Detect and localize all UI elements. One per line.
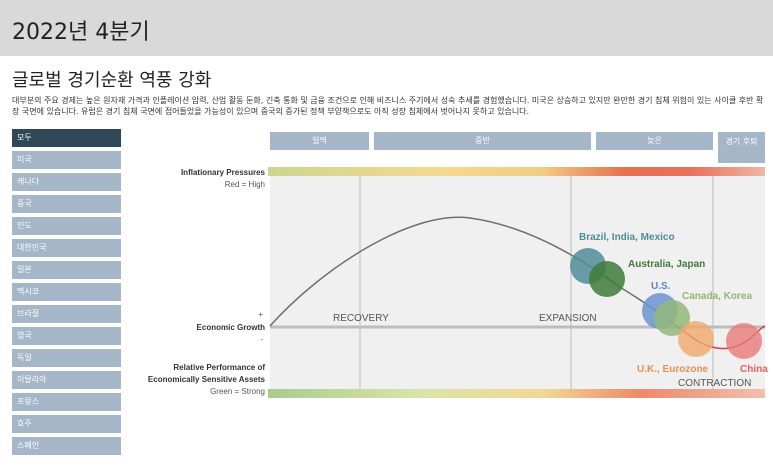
phase-tab-mid[interactable]: 중반 bbox=[374, 132, 591, 150]
sidebar-item-australia[interactable]: 호주 bbox=[12, 415, 121, 433]
section-title: 글로벌 경기순환 역풍 강화 bbox=[12, 70, 212, 91]
sidebar-item-spain[interactable]: 스페인 bbox=[12, 437, 121, 455]
bubble-uk-eurozone[interactable] bbox=[678, 321, 714, 357]
sidebar-item-mexico[interactable]: 멕시코 bbox=[12, 283, 121, 301]
bubble-australia-japan[interactable] bbox=[589, 261, 625, 297]
sidebar-item-canada[interactable]: 캐나다 bbox=[12, 173, 121, 191]
page-title: 2022년 4분기 bbox=[12, 20, 150, 45]
label-china: China bbox=[740, 364, 768, 375]
label-canada-korea: Canada, Korea bbox=[682, 291, 752, 302]
bubble-china[interactable] bbox=[726, 323, 762, 359]
phase-label-expansion: EXPANSION bbox=[539, 313, 597, 324]
inflation-gradient-bar bbox=[268, 167, 765, 176]
asset-performance-gradient-bar bbox=[268, 389, 765, 398]
phase-tab-early[interactable]: 일찍 bbox=[270, 132, 369, 150]
relperf-axis-subtitle: Green = Strong bbox=[210, 387, 265, 396]
growth-minus-label: - bbox=[260, 335, 263, 344]
country-filter-list: 모두 미국 캐나다 중국 인도 대한민국 일본 멕시코 브라질 영국 독일 이탈… bbox=[12, 129, 121, 459]
sidebar-item-all[interactable]: 모두 bbox=[12, 129, 121, 147]
relperf-axis-title-line1: Relative Performance of bbox=[173, 363, 265, 372]
sidebar-item-brazil[interactable]: 브라질 bbox=[12, 305, 121, 323]
header-bar: 2022년 4분기 bbox=[0, 0, 773, 56]
sidebar-item-uk[interactable]: 영국 bbox=[12, 327, 121, 345]
sidebar-item-japan[interactable]: 일본 bbox=[12, 261, 121, 279]
sidebar-item-india[interactable]: 인도 bbox=[12, 217, 121, 235]
growth-axis-title: Economic Growth bbox=[197, 323, 266, 332]
label-brazil-india-mexico: Brazil, India, Mexico bbox=[579, 232, 675, 243]
inflation-axis-subtitle: Red = High bbox=[225, 180, 265, 189]
bubble-canada-korea[interactable] bbox=[654, 300, 690, 336]
chart-plot-area bbox=[270, 176, 765, 390]
sidebar-item-korea[interactable]: 대한민국 bbox=[12, 239, 121, 257]
relperf-axis-title-line2: Economically Sensitive Assets bbox=[148, 375, 266, 384]
label-uk-eurozone: U.K., Eurozone bbox=[637, 364, 709, 375]
section-description: 대부분의 주요 경제는 높은 원자재 가격과 인플레이션 압력, 산업 활동 둔… bbox=[12, 96, 764, 116]
phase-tab-recession[interactable]: 경기 후퇴 bbox=[718, 132, 765, 163]
label-us: U.S. bbox=[651, 281, 671, 292]
inflation-axis-title: Inflationary Pressures bbox=[181, 168, 266, 177]
sidebar-item-germany[interactable]: 독일 bbox=[12, 349, 121, 367]
growth-plus-label: + bbox=[258, 310, 263, 319]
label-australia-japan: Australia, Japan bbox=[628, 259, 705, 270]
sidebar-item-france[interactable]: 프랑스 bbox=[12, 393, 121, 411]
phase-tab-late[interactable]: 늦은 bbox=[596, 132, 713, 150]
sidebar-item-us[interactable]: 미국 bbox=[12, 151, 121, 169]
sidebar-item-china[interactable]: 중국 bbox=[12, 195, 121, 213]
phase-label-contraction: CONTRACTION bbox=[678, 378, 751, 389]
phase-label-recovery: RECOVERY bbox=[333, 313, 389, 324]
sidebar-item-italy[interactable]: 이탈리아 bbox=[12, 371, 121, 389]
